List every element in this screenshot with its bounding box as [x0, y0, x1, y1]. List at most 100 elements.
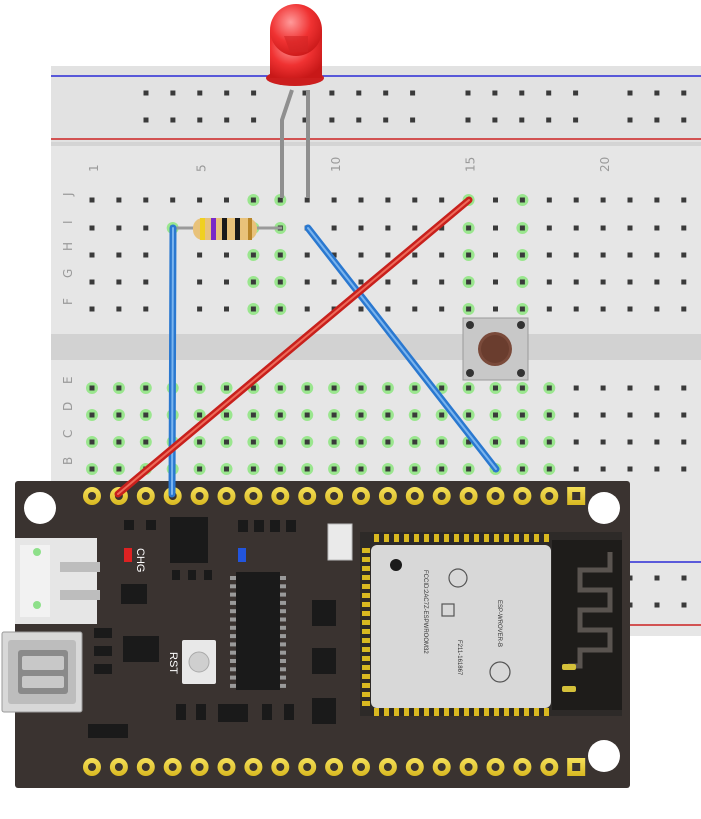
white-smd	[327, 523, 353, 561]
breadboard-hole	[250, 197, 256, 203]
breadboard-hole	[573, 385, 579, 391]
breadboard-hole	[654, 439, 660, 445]
breadboard-hole	[546, 466, 552, 472]
push-button[interactable]	[462, 317, 529, 381]
breadboard-hole	[170, 90, 176, 96]
breadboard-hole	[412, 279, 418, 285]
module-pin	[362, 674, 370, 679]
column-number: 5	[195, 164, 209, 172]
breadboard-hole	[277, 466, 283, 472]
breadboard-hole	[385, 385, 391, 391]
breadboard-hole	[197, 117, 203, 123]
header-pins-top	[83, 487, 586, 505]
breadboard-hole	[89, 197, 95, 203]
breadboard-hole	[466, 466, 472, 472]
breadboard-hole	[654, 117, 660, 123]
header-pin-hole	[276, 763, 285, 771]
header-pin-hole	[195, 492, 204, 500]
header-pin-hole	[410, 492, 419, 500]
breadboard-hole	[170, 117, 176, 123]
header-pin-hole	[572, 763, 581, 771]
ic-pin	[280, 592, 286, 597]
breadboard-hole	[519, 225, 525, 231]
breadboard-hole	[627, 279, 633, 285]
ic-pin	[280, 675, 286, 680]
breadboard-hole	[116, 439, 122, 445]
breadboard-hole	[358, 439, 364, 445]
breadboard-hole	[302, 117, 308, 123]
breadboard-hole	[546, 117, 552, 123]
breadboard-hole	[519, 90, 525, 96]
breadboard-hole	[546, 279, 552, 285]
breadboard-hole	[385, 439, 391, 445]
header-pin-hole	[572, 492, 581, 500]
breadboard-hole	[546, 252, 552, 258]
breadboard-hole	[439, 225, 445, 231]
breadboard-hole	[600, 412, 606, 418]
header-pin-hole	[464, 492, 473, 500]
breadboard-hole	[573, 90, 579, 96]
breadboard-hole	[492, 117, 498, 123]
breadboard-hole	[600, 252, 606, 258]
module-pin	[384, 708, 389, 716]
module-pin	[504, 534, 509, 542]
breadboard-hole	[224, 252, 229, 258]
module-pin	[454, 534, 459, 542]
header-pins-bottom	[83, 758, 586, 776]
ic-pin	[280, 584, 286, 589]
module-pin	[404, 534, 409, 542]
breadboard-hole	[383, 90, 389, 96]
breadboard-hole	[250, 466, 256, 472]
breadboard-hole	[250, 252, 256, 258]
ic-pin	[230, 600, 236, 605]
breadboard-hole	[224, 306, 229, 312]
ic-pin	[280, 650, 286, 655]
module-pin	[434, 708, 439, 716]
module-pin	[362, 611, 370, 616]
breadboard-hole	[89, 412, 95, 418]
module-pin	[362, 665, 370, 670]
module-pin	[374, 534, 379, 542]
breadboard-hole	[170, 197, 176, 203]
reset-button[interactable]	[182, 640, 216, 684]
breadboard-hole	[439, 197, 445, 203]
ic-pin	[280, 600, 286, 605]
breadboard-hole	[519, 306, 525, 312]
breadboard-hole	[493, 225, 498, 231]
ic-pin	[230, 609, 236, 614]
module-pin	[474, 708, 479, 716]
ic-pins	[230, 576, 286, 688]
breadboard-hole	[358, 385, 364, 391]
breadboard-hole	[385, 225, 391, 231]
header-pin-hole	[357, 492, 365, 500]
breadboard-hole	[358, 197, 364, 203]
header-pin-hole	[437, 492, 446, 500]
module-pin	[414, 534, 419, 542]
pin1-dot	[390, 559, 402, 571]
breadboard-hole	[385, 306, 391, 312]
breadboard-hole	[331, 279, 337, 285]
module-pin	[362, 683, 370, 688]
breadboard-hole	[519, 466, 525, 472]
breadboard-hole	[573, 225, 579, 231]
breadboard-hole	[600, 439, 606, 445]
breadboard-hole	[250, 306, 256, 312]
ic-pin	[230, 576, 236, 580]
header-pin-hole	[383, 492, 392, 500]
breadboard-hole	[304, 197, 310, 203]
breadboard-hole	[681, 439, 687, 445]
breadboard-hole	[277, 197, 283, 203]
module-pin	[404, 708, 409, 716]
header-pin-hole	[437, 763, 446, 771]
breadboard-hole	[329, 90, 335, 96]
breadboard-hole	[197, 439, 203, 445]
breadboard-hole	[600, 225, 606, 231]
module-pin	[494, 534, 499, 542]
breadboard-hole	[627, 439, 633, 445]
header-pin-hole	[303, 763, 312, 771]
row-letter: I	[61, 220, 75, 224]
brand-logo	[489, 661, 511, 683]
small-components	[88, 517, 336, 738]
